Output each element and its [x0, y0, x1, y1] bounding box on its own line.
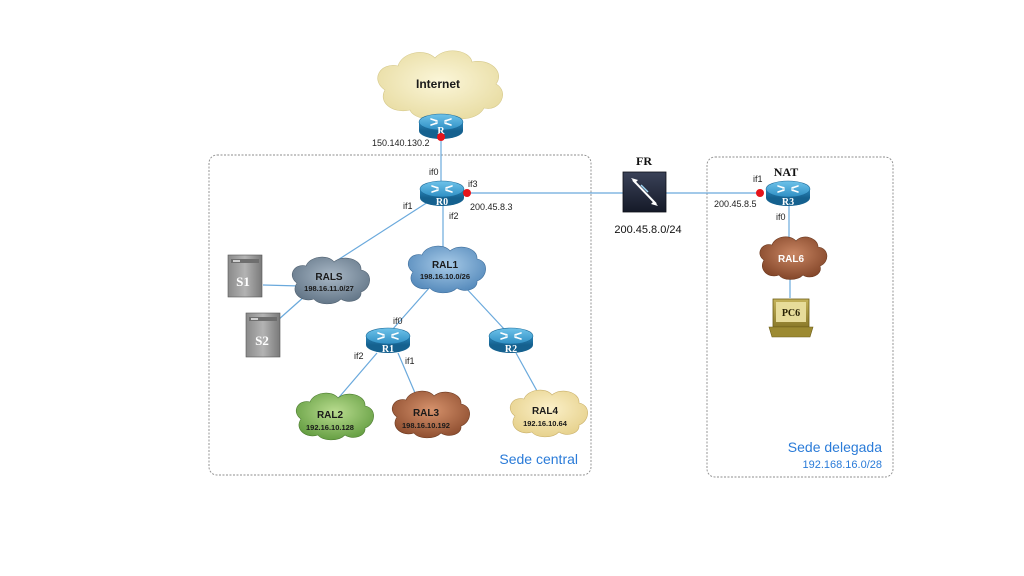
nat-label: NAT: [774, 165, 798, 179]
r1-if1-label: if1: [405, 356, 415, 366]
interface-dot-r3-if1: [756, 189, 764, 197]
router-r-label: R: [437, 126, 445, 137]
rals-cloud: RALS 198.16.11.0/27: [291, 256, 370, 305]
router-r1-label: R1: [382, 344, 394, 355]
sede-delegada-box: [706, 156, 894, 478]
router-r2-label: R2: [505, 344, 517, 355]
router-r3[interactable]: R3: [765, 180, 811, 208]
r3-ip: 200.45.8.5: [714, 199, 757, 209]
sede-delegada-net: 192.168.16.0/28: [802, 459, 882, 471]
fr-switch[interactable]: [622, 171, 667, 213]
ral4-name: RAL4: [532, 406, 559, 417]
r0-if2-label: if2: [449, 211, 459, 221]
ral3-cloud: RAL3 198.16.10.192: [391, 390, 470, 439]
ral1-cloud: RAL1 198.16.10.0/26: [407, 245, 486, 294]
r1-if2-label: if2: [354, 351, 364, 361]
internet-cloud: Internet: [377, 50, 503, 120]
pc6-label: PC6: [782, 308, 800, 319]
sede-central-box: [208, 154, 592, 476]
router-r0-label: R0: [436, 197, 448, 208]
link-ral1-r1: [391, 286, 431, 331]
router-r[interactable]: R: [418, 113, 464, 140]
ral6-name: RAL6: [778, 254, 805, 265]
server-s1-label: S1: [236, 274, 250, 289]
ral2-name: RAL2: [317, 410, 344, 421]
r0-if3-label: if3: [468, 179, 478, 189]
r0-ip: 200.45.8.3: [470, 202, 513, 212]
fr-label: FR: [636, 154, 652, 168]
ral2-cloud: RAL2 192.16.10.128: [295, 392, 374, 441]
fr-network: 200.45.8.0/24: [614, 224, 681, 236]
ral2-net: 192.16.10.128: [306, 423, 354, 432]
link-r1-ral2: [334, 352, 378, 403]
router-r-ip: 150.140.130.2: [372, 138, 430, 148]
ral6-cloud: RAL6: [759, 236, 828, 280]
ral1-name: RAL1: [432, 260, 459, 271]
sede-central-label: Sede central: [499, 451, 578, 467]
interface-dot-r0-if3: [463, 189, 471, 197]
rals-net: 198.16.11.0/27: [304, 284, 354, 293]
ral1-net: 198.16.10.0/26: [420, 272, 470, 281]
ral4-cloud: RAL4 192.16.10.64: [509, 389, 588, 438]
rals-name: RALS: [315, 272, 343, 283]
server-s2[interactable]: S2: [245, 312, 281, 358]
router-r0[interactable]: R0: [419, 180, 465, 208]
link-r0-rals: [329, 201, 429, 266]
r1-if0-label: if0: [393, 316, 403, 326]
r0-if0-label: if0: [429, 167, 439, 177]
server-s1[interactable]: S1: [227, 254, 263, 298]
ral4-net: 192.16.10.64: [523, 419, 568, 428]
link-ral1-r2: [464, 286, 506, 331]
internet-label: Internet: [416, 77, 460, 91]
ral3-net: 198.16.10.192: [402, 421, 450, 430]
router-r3-label: R3: [782, 197, 794, 208]
pc6[interactable]: PC6: [768, 298, 814, 338]
r3-if1-label: if1: [753, 174, 763, 184]
router-r1[interactable]: R1: [365, 327, 411, 355]
r3-if0-label: if0: [776, 212, 786, 222]
link-rals-s1: [262, 284, 301, 287]
sede-delegada-label: Sede delegada: [788, 439, 882, 455]
router-r2[interactable]: R2: [488, 327, 534, 355]
server-s2-label: S2: [255, 333, 269, 348]
link-rals-s2: [277, 295, 306, 321]
interface-dot-r: [437, 133, 445, 141]
r0-if1-label: if1: [403, 201, 413, 211]
ral3-name: RAL3: [413, 408, 440, 419]
